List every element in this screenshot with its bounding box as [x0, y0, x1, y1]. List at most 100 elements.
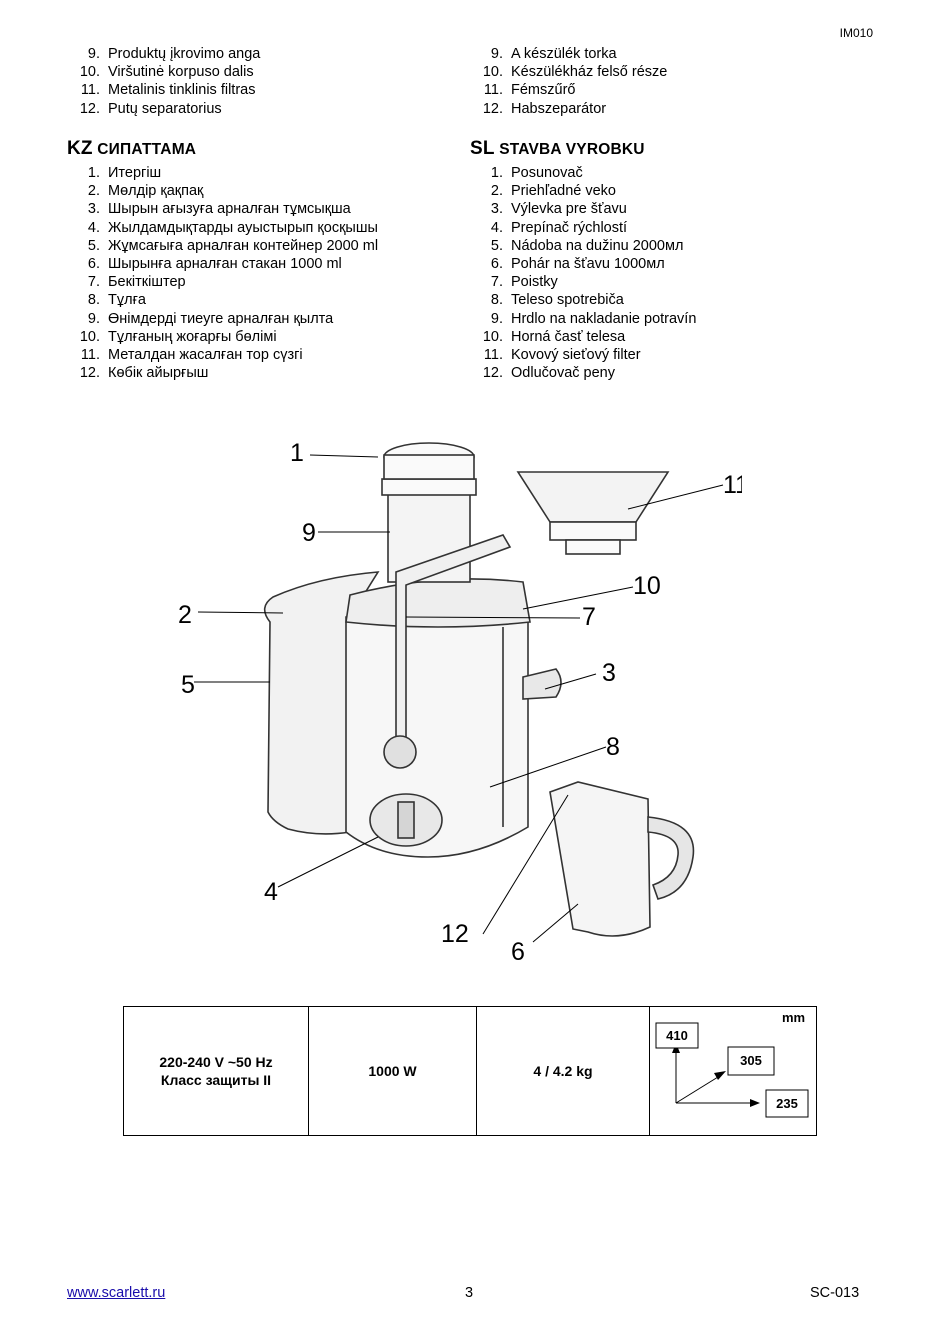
footer-site[interactable]: www.scarlett.ru [67, 1285, 165, 1301]
item-number: 9. [87, 310, 100, 327]
item-number: 12. [79, 365, 100, 382]
sl-part-item: 10. Horná časť telesa [473, 328, 696, 346]
sl-part-item: 5. Nádoba na dužinu 2000мл [473, 237, 696, 255]
kz-part-item: 11.Металдан жасалған тор сүзгі [70, 346, 378, 364]
item-text: Итергіш [108, 165, 162, 182]
juice-jug-shape [549, 781, 651, 937]
voltage-value: 220-240 V ~50 Hz [159, 1054, 273, 1070]
depth-arrow-icon [714, 1071, 726, 1080]
item-text: A készülék torka [511, 46, 617, 62]
kz-part-item: 9. Өнімдерді тиеуге арналған қылта [70, 310, 378, 328]
item-number: 8. [87, 292, 100, 309]
sl-part-item: 11. Kovový sieťový filter [473, 346, 696, 364]
sl-part-item: 1.Posunovač [473, 164, 696, 182]
item-text: Pohár na šťavu 1000мл [511, 256, 665, 273]
sl-part-item: 12. Odlučovač peny [473, 364, 696, 382]
item-number: 7. [87, 274, 100, 291]
kz-part-item: 2.Мөлдір қақпақ [70, 182, 378, 200]
sl-part-item: 6.Pohár na šťavu 1000мл [473, 255, 696, 273]
hu-parts-list: 9. A készülék torka 10. Készülékház felső r… [473, 45, 696, 118]
item-text: Viršutinė korpuso dalis [108, 64, 254, 81]
dimensions-cell: mm 410 305 235 [649, 1006, 817, 1136]
hu-part-item: 10. Készülékház felső része [473, 63, 696, 81]
juicer-illustration: 1 9 2 5 7 10 3 8 4 11 12 6 [178, 437, 742, 961]
item-number: 5. [87, 237, 100, 254]
item-text: Priehľadné veko [511, 183, 616, 200]
item-text: Тұлға [108, 292, 146, 309]
item-number: 4. [87, 219, 100, 236]
sl-lang-code: SL [470, 137, 495, 159]
dimensions-diagram: mm 410 305 235 [655, 1010, 809, 1118]
callout-7: 7 [582, 603, 596, 631]
callout-2: 2 [178, 601, 192, 629]
item-text: Posunovač [511, 165, 583, 182]
item-text: Мөлдір қақпақ [108, 183, 204, 200]
item-text: Odlučovač peny [511, 365, 615, 382]
item-text: Készülékház felső része [511, 64, 668, 81]
item-number: 9. [490, 46, 503, 62]
item-number: 10. [79, 328, 100, 345]
item-text: Жұмсағыға арналған контейнер 2000 ml [108, 237, 379, 254]
item-number: 11. [483, 82, 503, 99]
width-value: 235 [776, 1096, 798, 1111]
callout-3: 3 [602, 659, 616, 687]
item-text: Көбік айырғыш [108, 365, 209, 382]
kz-part-item: 7. Бекіткіштер [70, 273, 378, 291]
item-number: 2. [490, 183, 503, 200]
item-text: Тұлғаның жоғарғы бөлімі [108, 328, 277, 345]
item-text: Produktų įkrovimo anga [108, 46, 261, 62]
depth-value: 305 [740, 1053, 762, 1068]
item-number: 5. [490, 237, 503, 254]
item-number: 4. [490, 219, 503, 236]
callout-5: 5 [181, 671, 195, 699]
sl-part-item: 8.Teleso spotrebiča [473, 291, 696, 309]
item-text: Шырын ағызуға арналған тұмсықша [108, 201, 351, 218]
kz-part-item: 3.Шырын ағызуға арналған тұмсықша [70, 200, 378, 218]
item-text: Nádoba na dužinu 2000мл [511, 237, 684, 254]
sl-heading: SL STAVBA VYROBKU [470, 137, 696, 159]
item-text: Metalinis tinklinis filtras [108, 82, 256, 99]
site-link[interactable]: www.scarlett.ru [67, 1285, 166, 1301]
item-text: Horná časť telesa [511, 328, 626, 345]
height-value: 410 [666, 1028, 688, 1043]
sl-part-item: 7.Poistky [473, 273, 696, 291]
lt-part-item: 11.Metalinis tinklinis filtras [70, 81, 378, 99]
kz-part-item: 5. Жұмсағыға арналған контейнер 2000 ml [70, 237, 378, 255]
lt-part-item: 12.Putų separatorius [70, 100, 378, 118]
hu-part-item: 12. Habszeparátor [473, 100, 696, 118]
item-number: 1. [87, 165, 100, 182]
item-text: Habszeparátor [511, 100, 607, 117]
callout-1: 1 [290, 439, 304, 467]
protection-class: Класс защиты II [160, 1072, 272, 1088]
right-column: 9. A készülék torka 10. Készülékház felső r… [470, 45, 697, 382]
model-code: SC-013 [810, 1285, 860, 1301]
unit-label: mm [782, 1010, 805, 1025]
item-text: Poistky [511, 274, 558, 291]
callout-8: 8 [606, 733, 620, 761]
item-text: Өнімдерді тиеуге арналған қылта [108, 310, 334, 327]
width-arrow-icon [750, 1099, 760, 1107]
item-text: Teleso spotrebiča [511, 292, 624, 309]
item-number: 9. [490, 310, 503, 327]
lt-part-item: 9.Produktų įkrovimo anga [70, 45, 378, 63]
item-number: 11. [483, 347, 503, 364]
kz-part-item: 10. Тұлғаның жоғарғы бөлімі [70, 328, 378, 346]
callout-9: 9 [302, 519, 316, 547]
callout-11: 11 [723, 471, 742, 499]
kz-heading-text: СИПАТТАМА [97, 140, 197, 158]
item-number: 10. [482, 328, 503, 345]
kz-part-item: 8. Тұлға [70, 291, 378, 309]
sl-part-item: 2. Priehľadné veko [473, 182, 696, 200]
item-text: Металдан жасалған тор сүзгі [108, 347, 303, 364]
sl-part-item: 3.Výlevka pre šťavu [473, 200, 696, 218]
item-number: 12. [482, 365, 503, 382]
item-text: Kovový sieťový filter [511, 347, 641, 364]
item-text: Бекіткіштер [108, 274, 186, 291]
item-number: 12. [482, 100, 503, 117]
item-number: 10. [482, 64, 503, 81]
document-code: IM010 [839, 26, 873, 40]
kz-part-item: 4.Жылдамдықтарды ауыстырып қосқышы [70, 219, 378, 237]
